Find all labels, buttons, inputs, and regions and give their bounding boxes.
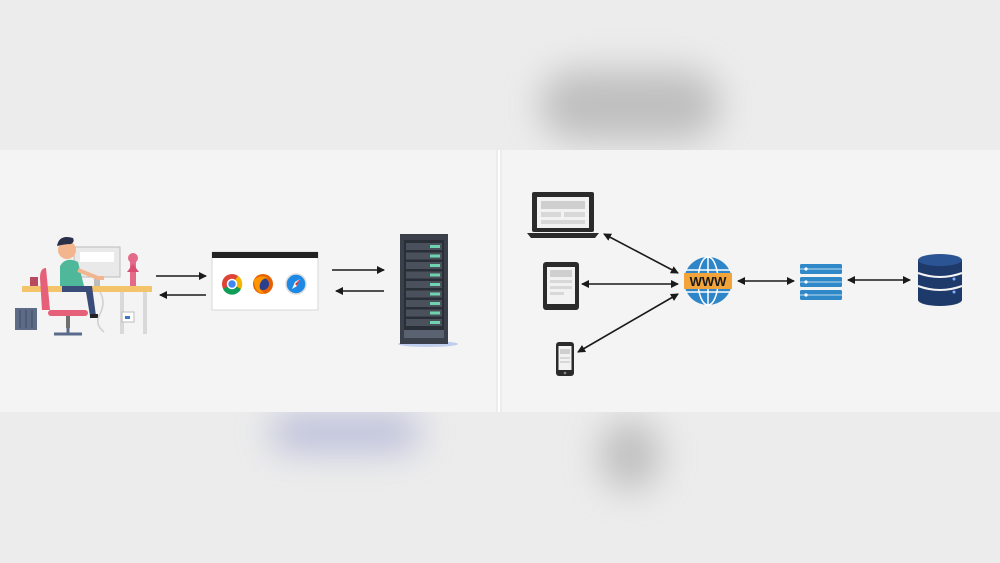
tablet-icon bbox=[543, 262, 579, 310]
rack-unit bbox=[406, 271, 442, 279]
firefox-icon bbox=[253, 274, 273, 294]
rack-led bbox=[430, 302, 440, 305]
server-rack-icon bbox=[398, 234, 458, 347]
background-blur-bottom-right bbox=[600, 420, 660, 490]
browser-window bbox=[211, 251, 319, 311]
rack-led bbox=[430, 292, 440, 296]
arrow-phone-www bbox=[577, 293, 679, 353]
rack-unit bbox=[406, 319, 442, 326]
www-label: WWW bbox=[690, 274, 728, 289]
rack-led bbox=[430, 311, 440, 315]
background-blur-top bbox=[540, 70, 720, 140]
rack-led bbox=[430, 254, 440, 258]
background-blur-bottom-left bbox=[270, 415, 420, 450]
laptop-icon bbox=[527, 192, 599, 238]
arrow-laptop-www bbox=[603, 233, 679, 274]
chrome-icon bbox=[222, 274, 243, 295]
rack-led bbox=[430, 273, 440, 277]
rack-unit bbox=[406, 243, 442, 250]
server-stack-icon bbox=[800, 264, 842, 300]
rack-led bbox=[430, 264, 440, 267]
rack-unit bbox=[406, 252, 442, 260]
database-icon bbox=[917, 254, 963, 306]
rack-unit bbox=[406, 290, 442, 298]
rack-led bbox=[430, 321, 440, 324]
person-at-desk-icon bbox=[15, 237, 152, 336]
rack-unit bbox=[406, 281, 442, 288]
rack-unit bbox=[406, 262, 442, 269]
phone-icon bbox=[556, 342, 574, 376]
globe-icon bbox=[684, 256, 732, 306]
rack-unit bbox=[406, 309, 442, 317]
rack-unit bbox=[406, 300, 442, 307]
rack-led bbox=[430, 245, 440, 248]
rack-led bbox=[430, 283, 440, 286]
safari-icon bbox=[285, 273, 307, 295]
